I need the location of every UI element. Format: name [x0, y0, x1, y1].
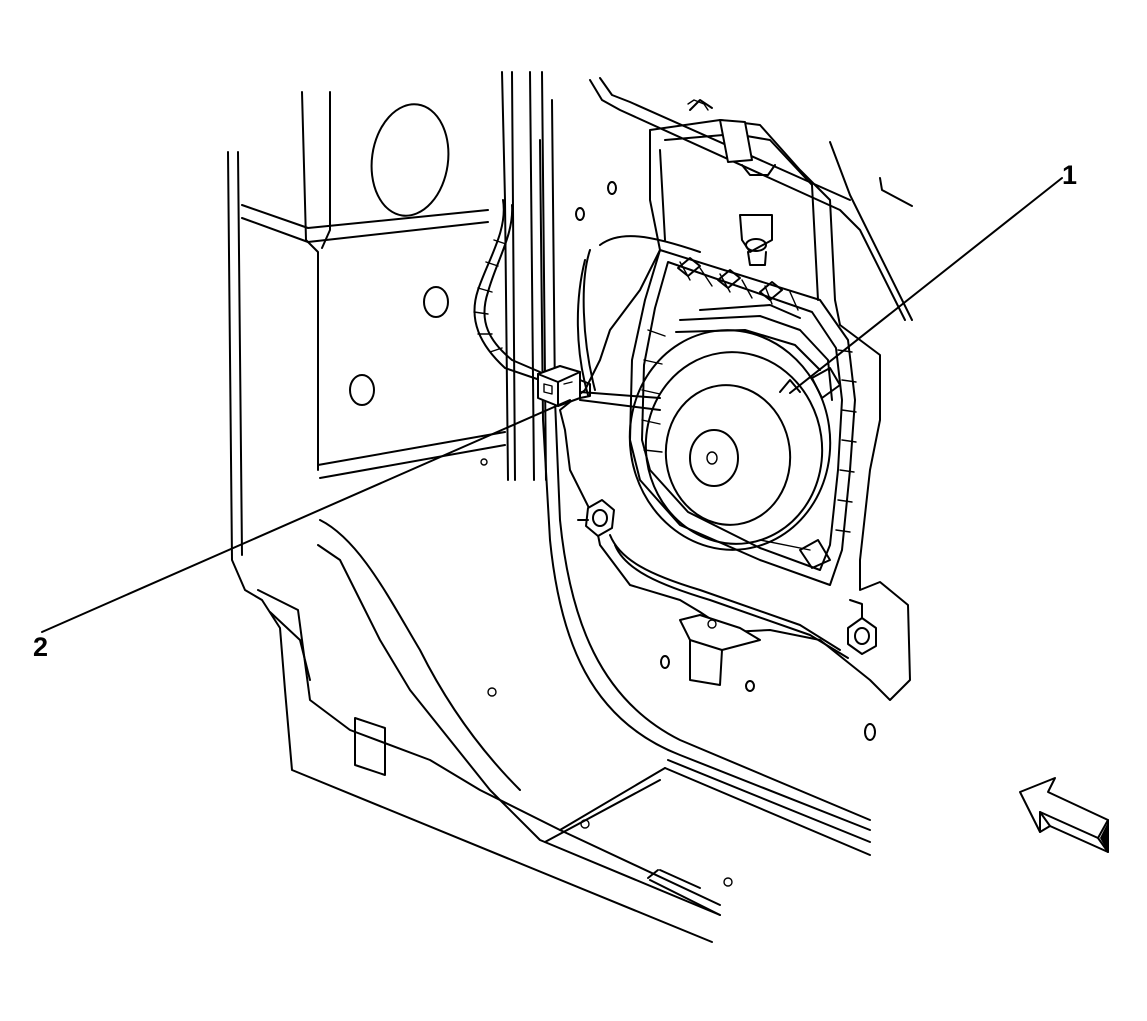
door-inner-panel	[539, 77, 913, 831]
speaker-icon	[628, 304, 841, 569]
callout-1-leader	[789, 177, 1063, 394]
speaker-frame	[629, 249, 857, 586]
speaker-mounting-nut-left	[577, 499, 615, 537]
view-direction-arrow-icon	[1019, 777, 1109, 853]
wiring-harness	[473, 199, 849, 659]
callout-2-leader	[41, 399, 571, 633]
speaker-bracket	[559, 119, 911, 701]
callout-2-label: 2	[33, 632, 49, 662]
speaker-mounting-nut-right	[847, 599, 877, 655]
electrical-connector-icon	[537, 365, 591, 407]
callout-1-label: 1	[1062, 160, 1078, 190]
door-pillar	[227, 71, 713, 943]
door-sill	[257, 519, 871, 916]
